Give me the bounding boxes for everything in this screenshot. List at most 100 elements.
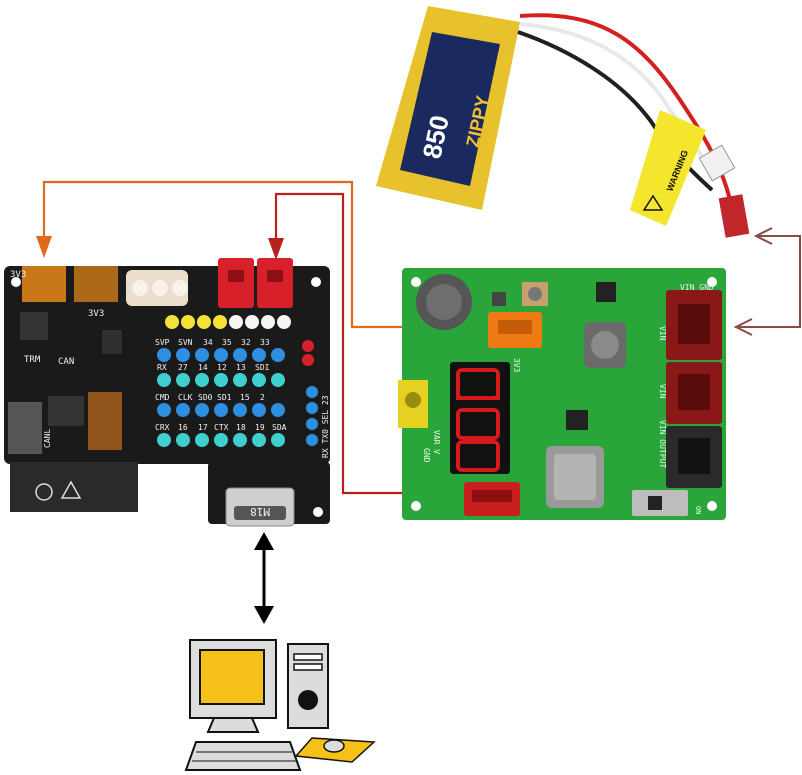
pin-row-cyan-2 [157,433,285,447]
battery-arrowhead-top [753,227,773,245]
pad [132,280,148,296]
label-gnd: GND [422,448,431,463]
svg-text:SD1: SD1 [217,393,232,402]
battery-label [400,32,500,186]
svg-text:SD0: SD0 [198,393,213,402]
orange-connection-line [42,180,478,329]
warning-tag [630,110,706,226]
pin-labels-row3: CMD CLK SD0 SD1 15 2 [155,393,265,402]
chip [20,312,48,340]
large-inductor-top [554,454,596,500]
pin-grid [157,340,318,447]
mounting-hole [707,277,717,287]
svg-text:14: 14 [198,363,208,372]
mounting-hole [311,277,321,287]
svg-text:RX: RX [157,363,167,372]
red-connector-slot [472,490,512,502]
battery: 850 ZIPPY WARNING [376,6,750,238]
pin-labels-row2: RX 27 14 12 13 SDI [157,363,270,372]
svg-text:33: 33 [260,338,270,347]
svg-text:17: 17 [198,423,208,432]
svg-text:35: 35 [222,338,232,347]
computer-icon [184,639,376,771]
red-connector-slot [267,270,283,282]
label-3v3-top: 3V3 [88,309,104,319]
label-vin-gnd: VIN GND [680,283,714,292]
header-connector [8,402,42,454]
svg-text:CLK: CLK [178,393,193,402]
jst-connector [718,194,750,238]
chip [566,410,588,430]
mounting-hole [411,501,421,511]
power-board: VIN GND VIN VIN VIN OUTPUT VAR V GND 3V3… [398,268,726,520]
svg-text:CTX: CTX [214,423,229,432]
svg-text:12: 12 [217,363,227,372]
battery-wire-white [519,22,714,172]
label-on: ON [694,506,702,514]
pin-labels-row1: SVP SVN 34 35 32 33 [155,338,270,347]
svg-text:27: 27 [178,363,188,372]
battery-arrowhead-bottom [733,318,753,336]
esp-board: 3V3 3V3 TRM CAN CANL SVP SVN 34 35 32 33… [4,258,330,527]
mounting-hole [313,507,323,517]
pin-row-blue-1 [157,348,285,362]
yellow-pin-row [165,315,227,329]
red-connector [218,258,254,308]
mounting-hole [707,501,717,511]
label-3v3-left: 3V3 [10,270,26,280]
svg-text:16: 16 [178,423,188,432]
chip [596,282,616,302]
keyboard [184,741,302,771]
vin-connector-2-slot [678,374,710,410]
inductor-core [426,284,462,320]
label-side: RX TX0 SEL 23 [321,395,330,458]
svg-text:CRX: CRX [155,423,170,432]
orange-connector [22,266,66,302]
pin-row-blue-2 [157,403,285,417]
svg-text:15: 15 [240,393,250,402]
output-connector-slot [678,438,710,474]
label-vin-2: VIN [658,384,667,399]
svg-text:13: 13 [236,363,246,372]
potentiometer-knob [528,287,542,301]
orange-connector-slot [498,320,532,334]
tower-drive [293,663,323,671]
usb-arrowhead-up [254,532,274,550]
red-arrowhead-down [268,238,284,260]
mouse [323,739,345,753]
label-var-v: VAR V [432,430,441,454]
orange-arrowhead-down [36,236,52,258]
mounting-hole [411,277,421,287]
slide-switch-knob [648,496,662,510]
monitor-stand [206,717,260,733]
label-3v3: 3V3 [512,358,521,373]
header-connector-orange [88,392,122,450]
battery-wire-red [519,13,732,201]
pad [152,280,168,296]
trimmer-knob [405,392,421,408]
svg-text:2: 2 [260,393,265,402]
esp-board-pcb [4,266,330,464]
red-connector [257,258,293,308]
monitor-screen [199,649,265,705]
balance-connector [698,144,736,182]
vin-connector-1-slot [678,304,710,344]
pad [172,280,188,296]
battery-connection-line [735,235,801,328]
label-can-l: CANL [43,429,52,448]
svg-text:SDI: SDI [255,363,270,372]
chip [102,330,122,354]
chip [48,396,84,426]
pb-free-logo [35,483,53,501]
tower-button [298,690,318,710]
label-vin-1: VIN [658,326,667,341]
svg-text:SVN: SVN [178,338,193,347]
pin-row-cyan-1 [157,373,285,387]
label-usb: M18 [250,505,270,518]
seven-segment-display [450,362,510,474]
tower-drive [293,653,323,661]
white-pin-row [229,315,291,329]
label-can: CAN [58,357,74,367]
orange-connector [74,266,118,302]
red-connector-slot [228,270,244,282]
